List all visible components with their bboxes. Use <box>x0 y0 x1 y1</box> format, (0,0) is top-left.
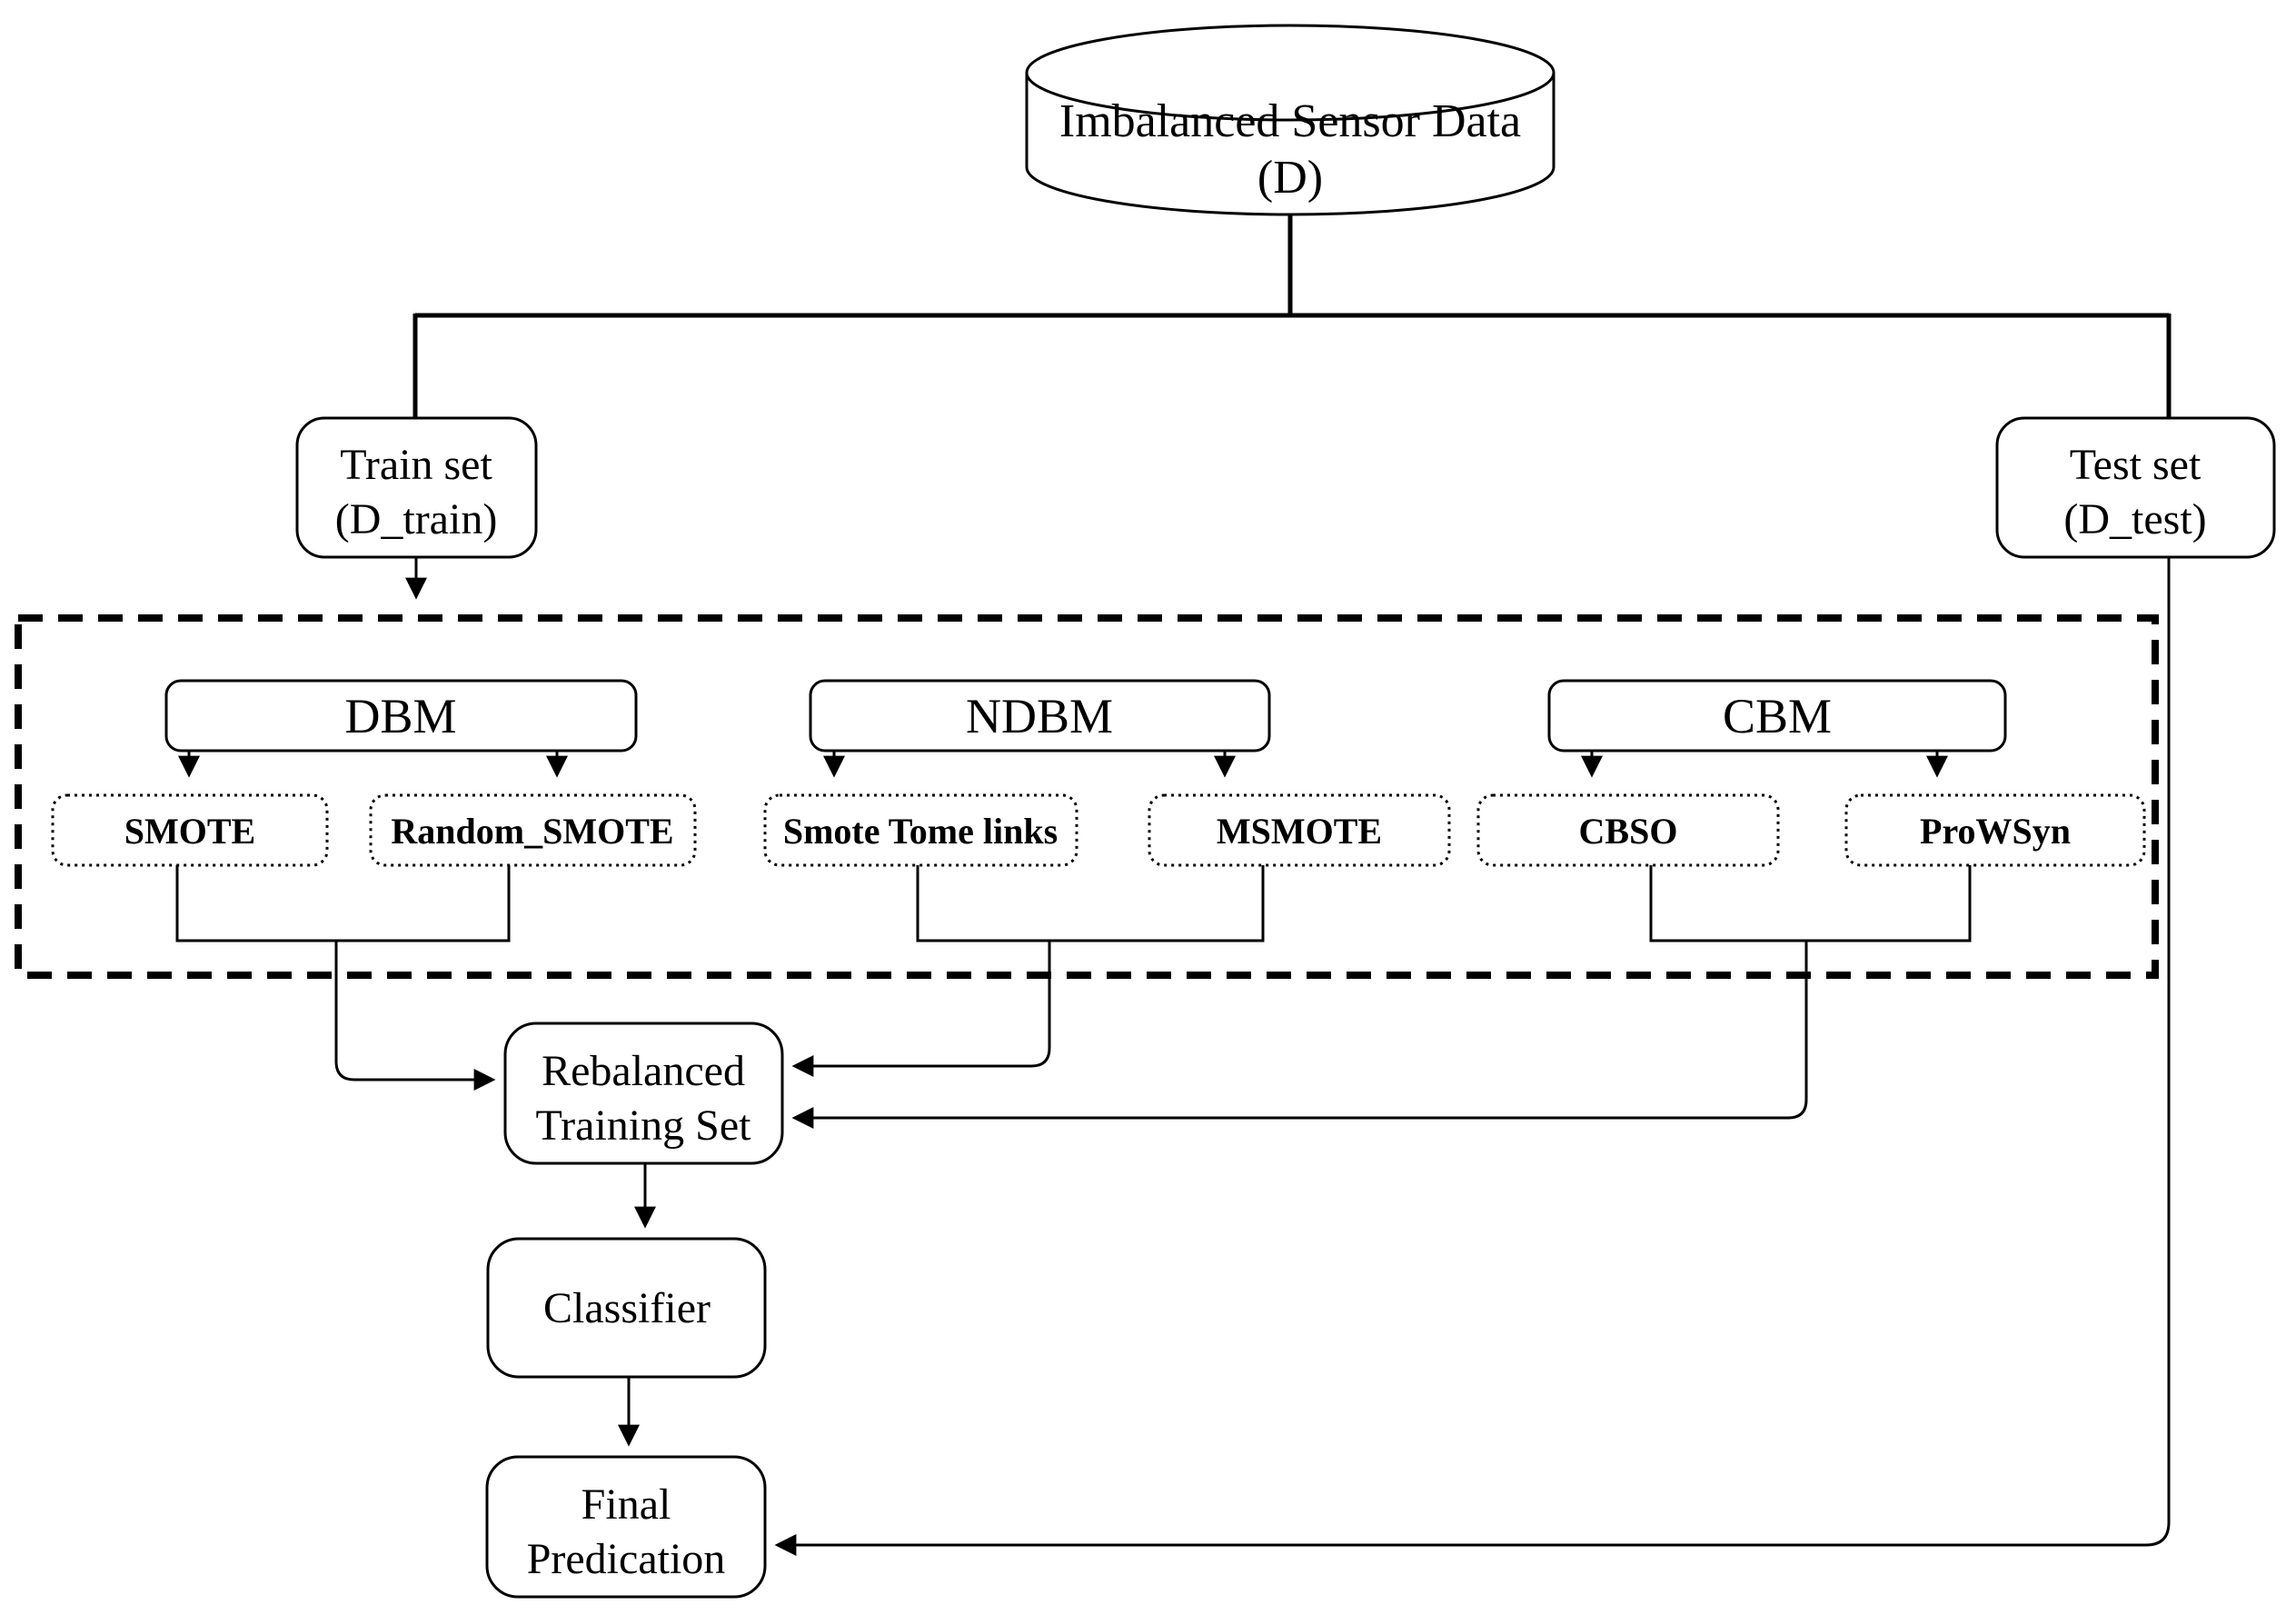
method-prowsyn-box <box>1844 793 2146 867</box>
test-set-box: Test set (D_test) <box>1995 416 2276 559</box>
rebalanced-line1: Rebalanced <box>542 1047 745 1095</box>
method-smotetome-label: Smote Tome links <box>783 811 1058 852</box>
merge-connectors <box>175 865 1972 1129</box>
group-cbm: CBM CBSO ProWSyn <box>1476 679 2146 867</box>
method-smote-label: SMOTE <box>124 811 255 852</box>
method-randomsmote-box <box>369 793 697 867</box>
group-dbm-label: DBM <box>344 689 456 743</box>
method-smote-box <box>51 793 329 867</box>
method-randomsmote-label: Random_SMOTE <box>391 811 673 852</box>
train-set-box: Train set (D_train) <box>295 416 538 559</box>
split-connector <box>412 212 2172 418</box>
final-prediction-line1: Final <box>581 1480 671 1529</box>
database-cylinder: Imbalanced Sensor Data (D) <box>1025 24 1556 216</box>
test-set-line2: (D_test) <box>2063 495 2206 543</box>
final-prediction-line2: Predication <box>527 1535 726 1583</box>
method-cbso-box <box>1476 793 1780 867</box>
dbm-merge-arrow <box>334 941 496 1091</box>
group-dbm: DBM SMOTE Random_SMOTE <box>51 679 697 867</box>
cbm-merge-arrow <box>791 941 1808 1129</box>
train-set-line2: (D_train) <box>335 495 498 543</box>
method-msmote-label: MSMOTE <box>1217 811 1382 852</box>
test-set-line1: Test set <box>2070 441 2202 489</box>
method-msmote-box <box>1148 793 1451 867</box>
method-smotetome-box <box>763 793 1078 867</box>
classifier-box: Classifier <box>486 1237 767 1379</box>
group-ndbm: NDBM Smote Tome links MSMOTE <box>763 679 1451 867</box>
method-cbso-label: CBSO <box>1579 811 1678 852</box>
ndbm-merge-arrow <box>791 941 1051 1077</box>
classifier-label: Classifier <box>543 1284 711 1332</box>
database-label-line2: (D) <box>1257 152 1323 204</box>
final-prediction-box: Final Predication <box>485 1455 767 1599</box>
methods-frame <box>15 614 2159 979</box>
train-set-line1: Train set <box>340 441 492 489</box>
group-cbm-label: CBM <box>1723 689 1832 743</box>
rebalanced-line2: Training Set <box>536 1102 752 1150</box>
test-to-final-arrow <box>774 557 2171 1556</box>
group-ndbm-label: NDBM <box>966 689 1113 743</box>
database-label-line1: Imbalanced Sensor Data <box>1059 95 1521 147</box>
method-prowsyn-label: ProWSyn <box>1920 811 2071 852</box>
rebalanced-box: Rebalanced Training Set <box>503 1022 784 1165</box>
